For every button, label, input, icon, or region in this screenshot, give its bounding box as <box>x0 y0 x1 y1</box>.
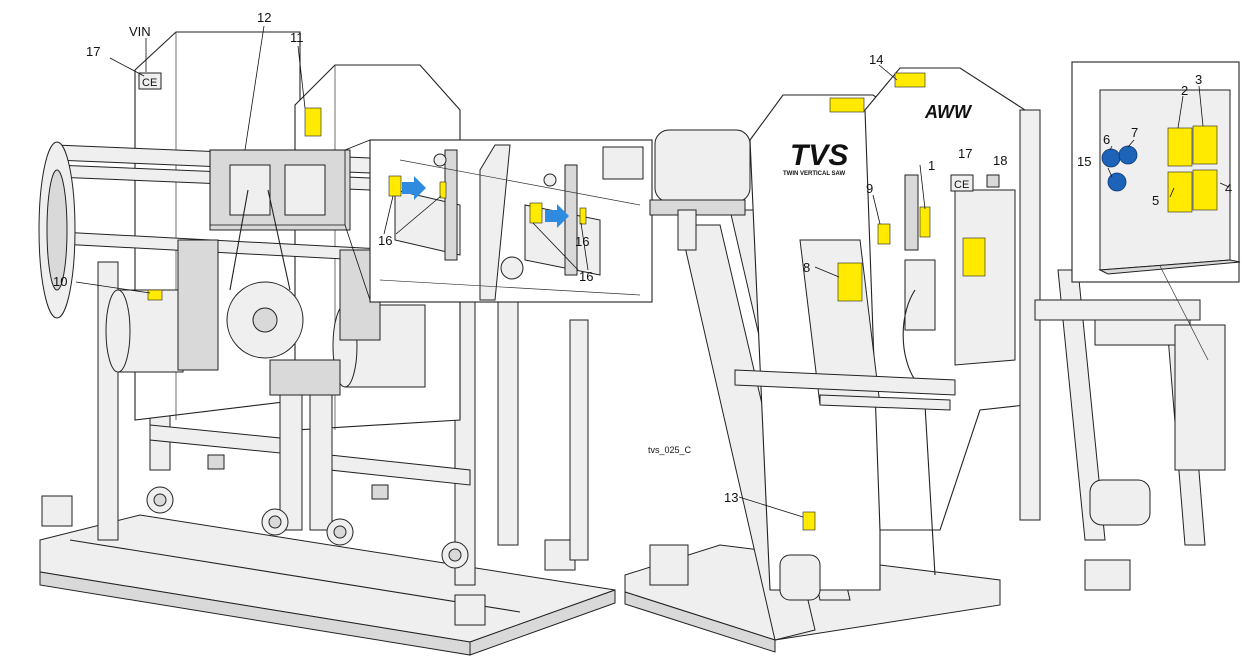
right-gear-motor <box>649 129 751 251</box>
right-machine: TVS TWIN VERTICAL SAW AWW CE <box>624 67 1226 653</box>
decal-10 <box>147 289 163 301</box>
decal-right-panel <box>962 237 986 277</box>
label-10: 10 <box>53 274 67 289</box>
decal-16c <box>529 202 543 224</box>
warning-decal-5 <box>1167 171 1193 213</box>
label-14: 14 <box>869 52 883 67</box>
decal-8 <box>837 262 863 302</box>
ce-mark-left <box>138 72 162 90</box>
inset-sign <box>602 146 644 180</box>
brand-logo: AWW <box>924 102 973 122</box>
control-box-inset <box>1071 61 1241 361</box>
ce-mark-left-text: CE <box>142 77 157 89</box>
label-11: 11 <box>290 30 304 45</box>
label-2: 2 <box>1181 83 1188 98</box>
tvs-tagline: TWIN VERTICAL SAW <box>783 171 846 177</box>
decal-9 <box>877 223 891 245</box>
label-13: 13 <box>724 490 738 505</box>
label-vin: VIN <box>129 24 151 39</box>
decal-1 <box>919 206 931 238</box>
label-17-left: 17 <box>86 44 100 59</box>
label-1: 1 <box>928 158 935 173</box>
label-15: 15 <box>1077 154 1091 169</box>
ce-mark-right-text: CE <box>954 179 969 191</box>
label-4: 4 <box>1225 181 1232 196</box>
left-machine: CE <box>38 31 616 656</box>
arrow-right-icon <box>402 176 426 200</box>
label-16-inset-bottom: 16 <box>579 269 593 284</box>
ce-mark-right <box>950 174 974 192</box>
label-3: 3 <box>1195 72 1202 87</box>
decal-16b <box>439 181 447 199</box>
label-8: 8 <box>803 260 810 275</box>
decal-top-left <box>829 97 865 113</box>
decal-14 <box>894 72 926 88</box>
callout-lines <box>75 25 1230 518</box>
mandatory-sign-15 <box>1107 172 1127 192</box>
label-17-right: 17 <box>958 146 972 161</box>
label-16-inset-left: 16 <box>378 233 392 248</box>
tvs-logo: TVS <box>790 139 848 172</box>
label-12: 12 <box>257 10 271 25</box>
arrow-right-icon <box>545 204 569 228</box>
label-6: 6 <box>1103 132 1110 147</box>
left-motor-1 <box>105 239 219 373</box>
label-16-inset-right: 16 <box>575 234 589 249</box>
mandatory-sign-6 <box>1101 148 1121 168</box>
label-9: 9 <box>866 181 873 196</box>
decal-16d <box>579 207 587 225</box>
figure-id: tvs_025_C <box>648 445 692 455</box>
mandatory-sign-7 <box>1118 145 1138 165</box>
decal-11 <box>304 107 322 137</box>
label-7: 7 <box>1131 125 1138 140</box>
callout-numbers: 17 VIN 12 11 10 16 16 16 14 1 17 18 9 8 … <box>53 10 1232 505</box>
plate-18 <box>986 174 1000 188</box>
label-5: 5 <box>1152 193 1159 208</box>
warning-decal-4 <box>1192 169 1218 211</box>
decal-16a <box>388 175 402 197</box>
decal-13 <box>802 511 816 531</box>
warning-decal-3 <box>1192 125 1218 165</box>
warning-decal-2 <box>1167 127 1193 167</box>
detail-inset <box>209 139 653 303</box>
label-18: 18 <box>993 153 1007 168</box>
